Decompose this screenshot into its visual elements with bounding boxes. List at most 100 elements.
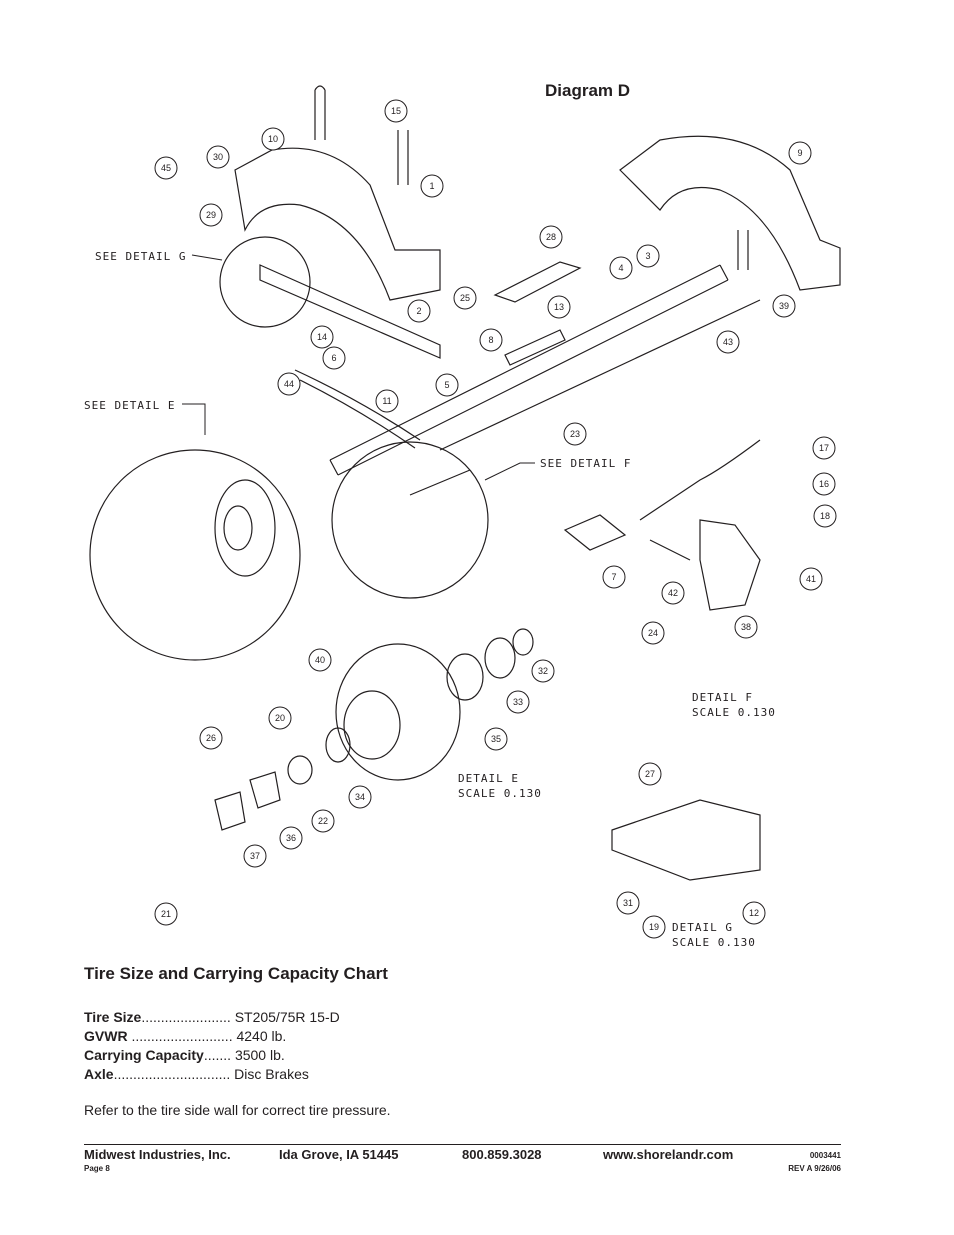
leader-detail-e [182, 403, 206, 435]
callout-9: 9 [797, 148, 802, 158]
callout-29: 29 [206, 210, 216, 220]
spec-row-carrying-capacity: Carrying Capacity....... 3500 lb. [84, 1046, 340, 1065]
dust-cap-36 [249, 771, 281, 809]
fender-right [619, 135, 841, 291]
leader-detail-g [191, 254, 223, 261]
callout-31: 31 [623, 898, 633, 908]
brake-rotor [335, 643, 461, 781]
footer-revision: REV A 9/26/06 [788, 1164, 841, 1173]
callout-1: 1 [429, 181, 434, 191]
seal-35 [446, 653, 484, 701]
bearing-34 [325, 727, 351, 763]
callout-5: 5 [444, 380, 449, 390]
callout-30: 30 [213, 152, 223, 162]
spec-value: Disc Brakes [234, 1066, 309, 1082]
spec-row-tire-size: Tire Size....................... ST205/7… [84, 1008, 340, 1027]
spec-label: Carrying Capacity [84, 1047, 204, 1063]
callout-10: 10 [268, 134, 278, 144]
leader-detail-f [484, 462, 535, 481]
callout-6: 6 [331, 353, 336, 363]
see-detail-g-note: SEE DETAIL G [95, 250, 186, 263]
tire-pressure-note: Refer to the tire side wall for correct … [84, 1102, 391, 1118]
spec-label: GVWR [84, 1028, 128, 1044]
axle-tube [329, 264, 729, 476]
callout-42: 42 [668, 588, 678, 598]
callout-20: 20 [275, 713, 285, 723]
spec-dots: ....... [203, 1047, 232, 1063]
callout-41: 41 [806, 574, 816, 584]
spec-dots: .......................... [131, 1028, 233, 1044]
u-bolt-right [737, 230, 749, 270]
footer-city: Ida Grove, IA 51445 [279, 1147, 399, 1162]
callout-2: 2 [416, 306, 421, 316]
callout-14: 14 [317, 332, 327, 342]
mount-bracket [504, 329, 566, 366]
spec-list: Tire Size....................... ST205/7… [84, 1008, 340, 1084]
u-bolt-15 [397, 130, 409, 185]
footer-phone: 800.859.3028 [462, 1147, 542, 1162]
spec-dots: .............................. [113, 1066, 231, 1082]
detail-e-label: DETAIL E [458, 772, 519, 785]
detail-f-circle [331, 441, 489, 599]
bearing-33 [484, 637, 516, 679]
callout-39: 39 [779, 301, 789, 311]
footer-page-number: Page 8 [84, 1164, 110, 1173]
detail-g-circle [219, 236, 311, 328]
callout-13: 13 [554, 302, 564, 312]
callout-7: 7 [611, 572, 616, 582]
chart-title: Tire Size and Carrying Capacity Chart [84, 964, 388, 983]
callout-37: 37 [250, 851, 260, 861]
callout-38: 38 [741, 622, 751, 632]
callout-35: 35 [491, 734, 501, 744]
detail-g-label: DETAIL G [672, 921, 733, 934]
callout-4: 4 [618, 263, 623, 273]
callout-40: 40 [315, 655, 325, 665]
footer-rule [84, 1144, 841, 1145]
spec-row-axle: Axle.............................. Disc … [84, 1065, 340, 1084]
callout-12: 12 [749, 908, 759, 918]
callout-28: 28 [546, 232, 556, 242]
race-32 [512, 628, 534, 656]
spec-row-gvwr: GVWR .......................... 4240 lb. [84, 1027, 340, 1046]
callout-23: 23 [570, 429, 580, 439]
callout-27: 27 [645, 769, 655, 779]
callout-44: 44 [284, 379, 294, 389]
grease-cap-37 [214, 791, 246, 831]
callout-8: 8 [488, 335, 493, 345]
callout-33: 33 [513, 697, 523, 707]
footer-doc-number: 0003441 [809, 1151, 841, 1160]
callout-16: 16 [819, 479, 829, 489]
leaf-spring [294, 369, 421, 449]
callout-43: 43 [723, 337, 733, 347]
diagram-title: Diagram D [545, 81, 631, 100]
callout-11: 11 [382, 396, 391, 406]
callout-17: 17 [819, 443, 829, 453]
spec-dots: ....................... [141, 1009, 231, 1025]
footer-website: www.shorelandr.com [603, 1147, 734, 1162]
callout-45: 45 [161, 163, 171, 173]
spec-value: 3500 lb. [234, 1047, 285, 1063]
nut-22 [287, 755, 313, 785]
brake-caliper [699, 519, 761, 611]
callout-15: 15 [391, 106, 401, 116]
callout-24: 24 [648, 628, 658, 638]
callout-18: 18 [820, 511, 830, 521]
spec-label: Tire Size [84, 1009, 142, 1025]
callout-32: 32 [538, 666, 548, 676]
callout-3: 3 [645, 251, 650, 261]
spec-value: 4240 lb. [236, 1028, 287, 1044]
see-detail-f-note: SEE DETAIL F [540, 457, 631, 470]
footer-company: Midwest Industries, Inc. [84, 1147, 231, 1162]
callout-36: 36 [286, 833, 296, 843]
callout-26: 26 [206, 733, 216, 743]
brake-line [409, 299, 761, 496]
fender-left [234, 147, 441, 301]
spec-value: ST205/75R 15-D [234, 1009, 340, 1025]
u-bolt-top [314, 85, 326, 140]
exploded-parts-diagram: 1 2 3 4 5 6 7 8 9 10 11 12 13 14 15 16 1… [84, 85, 841, 949]
detail-e-circle [89, 449, 301, 661]
hanger-bracket [259, 264, 441, 359]
detail-e-scale: SCALE 0.130 [458, 787, 542, 800]
detail-f-label: DETAIL F [692, 691, 753, 704]
callout-21: 21 [161, 909, 171, 919]
